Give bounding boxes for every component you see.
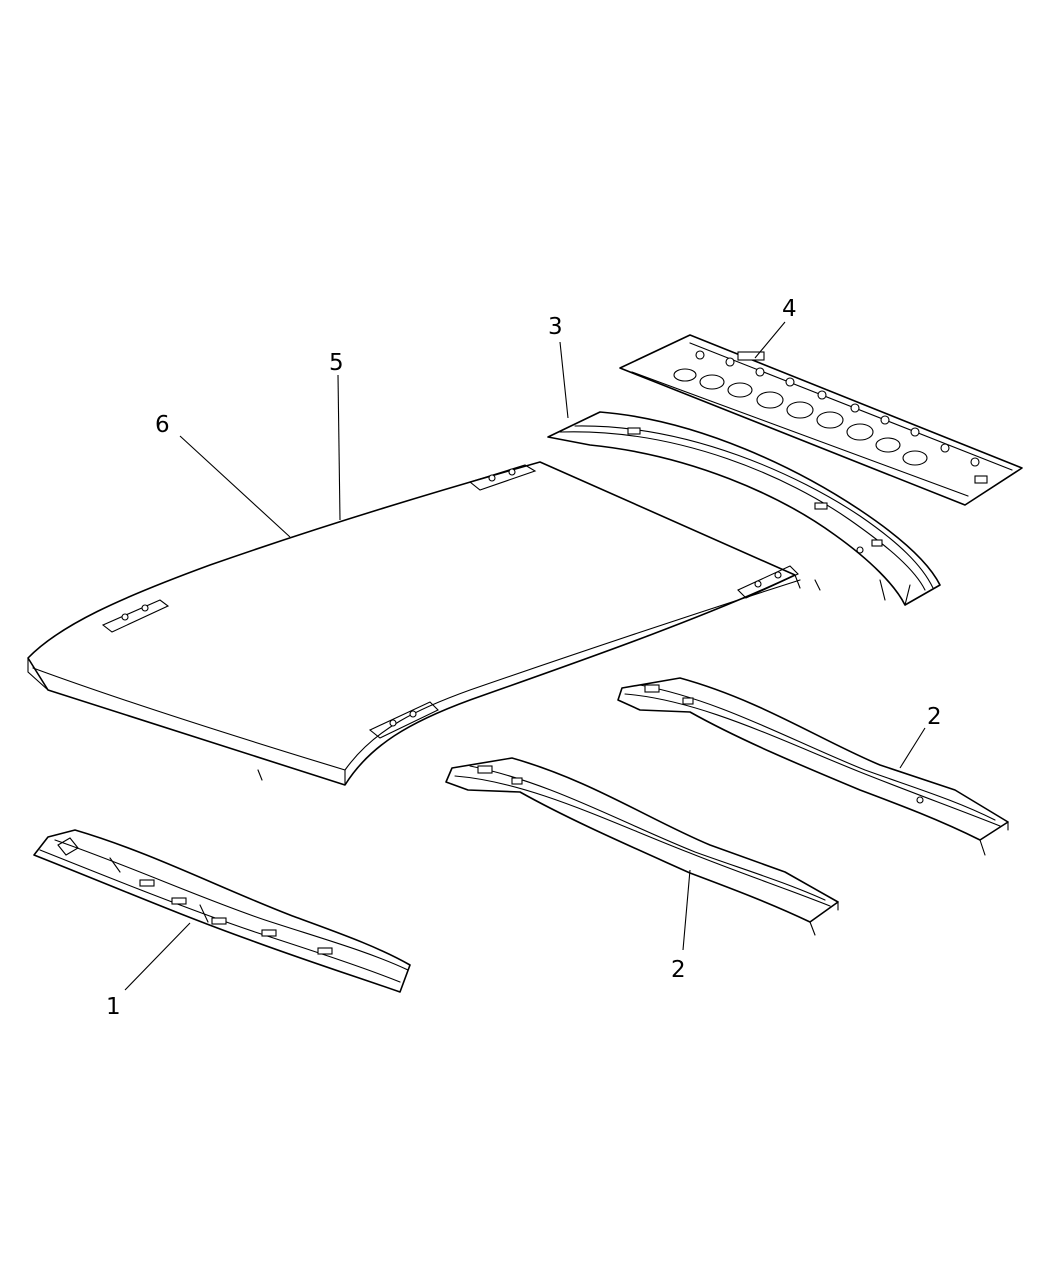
callout-1: 1: [106, 994, 121, 1020]
front-header-panel: [33, 829, 411, 993]
leader-2a: [899, 727, 926, 769]
roof-bow-lower: [445, 757, 839, 936]
callout-6: 6: [155, 412, 170, 438]
leader-3: [559, 341, 569, 419]
leader-5: [337, 374, 341, 521]
callout-2-upper: 2: [927, 704, 942, 730]
reinforcement-holes: [673, 350, 988, 484]
rear-roof-reinforcement: [619, 334, 1023, 506]
roof-mount-pad: [468, 464, 537, 491]
callout-3: 3: [548, 314, 563, 340]
callout-4: 4: [782, 296, 797, 322]
callout-2-lower: 2: [671, 957, 686, 983]
leader-6: [179, 435, 291, 538]
leader-1: [124, 922, 191, 991]
roof-bow-upper: [617, 677, 1009, 856]
leader-2b: [682, 869, 691, 951]
roof-mount-pad: [101, 599, 170, 633]
roof-mount-pad: [737, 565, 799, 599]
callout-labels: 1 2 2 3 4 5 6: [106, 296, 942, 1020]
roof-mount-pad: [368, 701, 439, 739]
rear-header-bow: [547, 411, 941, 606]
roof-panel: [27, 461, 821, 786]
callout-5: 5: [329, 350, 344, 376]
leader-4: [754, 321, 786, 359]
leader-lines: [124, 321, 926, 991]
